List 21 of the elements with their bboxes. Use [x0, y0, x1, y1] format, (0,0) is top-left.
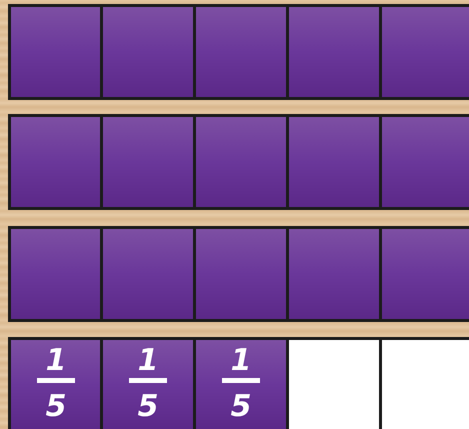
shaded-tile	[193, 226, 289, 322]
fraction-denominator: 5	[44, 392, 68, 422]
shaded-tile	[193, 4, 289, 100]
fraction-numerator: 1	[136, 346, 160, 376]
fraction-denominator: 5	[136, 392, 160, 422]
shaded-tile	[100, 114, 196, 210]
shaded-tile	[100, 4, 196, 100]
shaded-tile	[100, 226, 196, 322]
shaded-tile	[286, 4, 382, 100]
fraction-denominator: 5	[230, 392, 252, 422]
empty-tile	[379, 337, 469, 429]
shaded-tile	[379, 4, 469, 100]
fraction-numerator: 1	[230, 346, 252, 376]
shaded-tile	[379, 226, 469, 322]
fraction-numerator: 1	[44, 346, 68, 376]
shaded-tile	[286, 226, 382, 322]
shaded-tile	[286, 114, 382, 210]
fraction-tile	[193, 337, 289, 429]
shaded-tile	[193, 114, 289, 210]
shaded-tile	[379, 114, 469, 210]
fraction-tile	[100, 337, 196, 429]
